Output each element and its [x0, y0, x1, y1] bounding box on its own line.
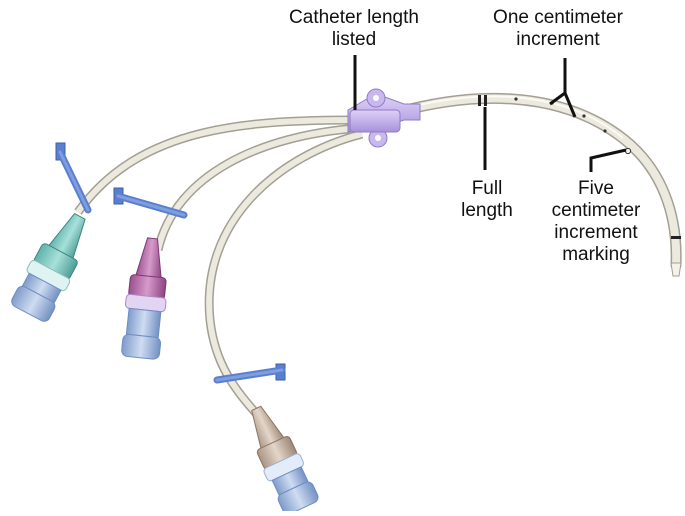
- full-length-marking: [478, 95, 487, 106]
- catheter-hub: [347, 88, 421, 148]
- leader-five-cm: [589, 148, 627, 172]
- label-line: Five: [578, 178, 614, 199]
- label-catheter-length: Catheter length listed: [276, 7, 432, 51]
- clamp-teal-line: [55, 142, 92, 214]
- label-line: One centimeter: [493, 7, 623, 28]
- label-line: Full: [471, 178, 503, 199]
- catheter-main-tube: [389, 92, 682, 277]
- label-line: length: [461, 200, 513, 221]
- label-five-cm-marking: Five centimeter increment marking: [536, 178, 656, 266]
- label-line: marking: [562, 244, 630, 265]
- clamp-magenta-line: [113, 187, 188, 219]
- lumen-connector-teal: [11, 212, 86, 322]
- label-line: listed: [331, 29, 377, 50]
- label-full-length: Full length: [452, 178, 522, 222]
- leader-one-cm: [549, 58, 577, 118]
- lumen-connector-tan: [251, 405, 319, 515]
- clamp-tan-line: [213, 363, 286, 384]
- label-line: increment: [516, 29, 600, 50]
- label-line: increment: [554, 222, 638, 243]
- lumen-connector-magenta: [121, 237, 167, 360]
- label-line: centimeter: [551, 200, 641, 221]
- label-line: Catheter length: [289, 7, 419, 28]
- extension-tube-tan: [204, 129, 364, 424]
- label-one-cm-increment: One centimeter increment: [474, 7, 642, 51]
- extension-tube-teal: [74, 115, 361, 215]
- extension-tube-magenta: [153, 123, 361, 252]
